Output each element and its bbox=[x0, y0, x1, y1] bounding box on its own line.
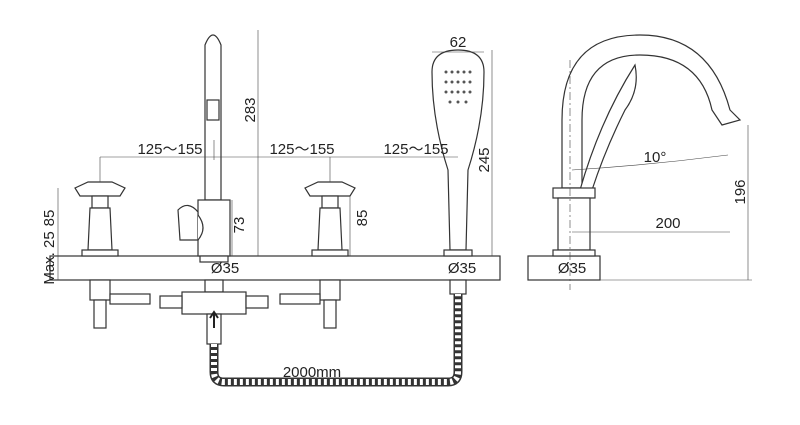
dim-spacing-3: 125～155 bbox=[383, 141, 448, 158]
dim-handshower-width: 62 bbox=[450, 34, 467, 51]
dim-right-valve-height: 85 bbox=[354, 210, 371, 227]
left-valve bbox=[74, 181, 151, 329]
spout-front bbox=[159, 34, 269, 345]
dim-hose-length: 2000mm bbox=[283, 364, 341, 381]
dim-reach: 200 bbox=[655, 215, 680, 232]
handshower bbox=[431, 49, 485, 295]
right-valve bbox=[279, 181, 356, 329]
spout-side bbox=[552, 34, 742, 290]
dim-max-deck: Max. 25 bbox=[41, 231, 58, 284]
dim-spacing-2: 125～155 bbox=[269, 141, 334, 158]
dim-left-valve-height: 85 bbox=[41, 210, 58, 227]
flow-arrow-icon bbox=[209, 310, 219, 328]
dim-hole-1: Ø35 bbox=[211, 260, 239, 277]
dimension-lines bbox=[57, 30, 752, 281]
dim-hole-2: Ø35 bbox=[448, 260, 476, 277]
dim-spout-height: 283 bbox=[242, 97, 259, 122]
dim-diverter-height: 73 bbox=[231, 217, 248, 234]
countertop-front bbox=[49, 255, 501, 281]
dim-spacing-1: 125～155 bbox=[137, 141, 202, 158]
dim-hole-3: Ø35 bbox=[558, 260, 586, 277]
dim-side-height: 196 bbox=[732, 179, 749, 204]
dim-angle: 10° bbox=[644, 149, 667, 166]
dim-handshower-height: 245 bbox=[476, 147, 493, 172]
